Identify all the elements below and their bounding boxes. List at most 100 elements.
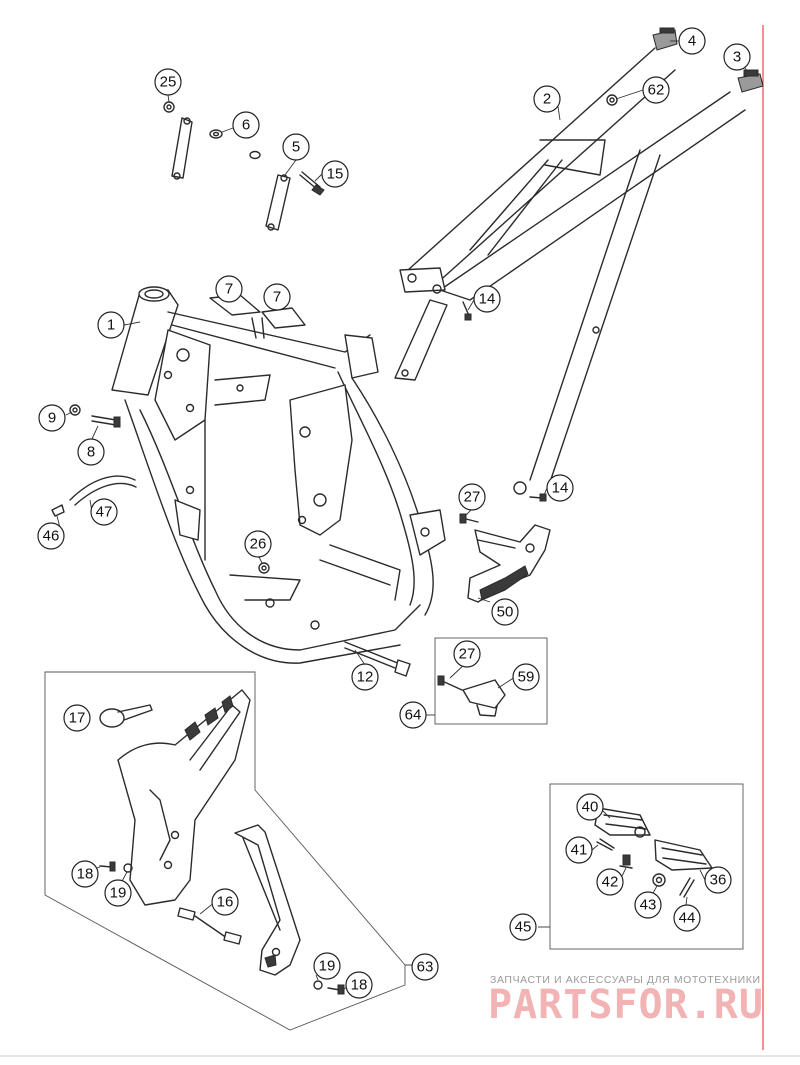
svg-text:3: 3 — [733, 49, 741, 66]
svg-text:59: 59 — [518, 669, 535, 686]
svg-text:8: 8 — [87, 444, 95, 461]
bushing-62-part — [606, 94, 618, 106]
bolt-27-part — [459, 513, 479, 524]
svg-text:40: 40 — [582, 799, 599, 816]
bracket-50-part — [467, 524, 551, 603]
bolt-8-part — [91, 415, 121, 428]
hose-47-part — [69, 475, 137, 506]
callout-5: 5 — [282, 133, 310, 161]
group-45-box — [549, 783, 744, 950]
clip-46-part — [51, 504, 65, 517]
svg-text:46: 46 — [43, 528, 60, 545]
subframe-part — [394, 47, 746, 495]
chain-guide-59-part — [437, 675, 506, 717]
end-cap-3-part — [737, 69, 764, 93]
callout-16: 16 — [211, 888, 239, 916]
callout-19-right: 19 — [313, 952, 341, 980]
footpeg-40-part — [594, 807, 651, 838]
washer-43-part — [652, 873, 666, 887]
callout-19-left: 19 — [104, 879, 132, 907]
svg-text:9: 9 — [48, 410, 56, 427]
spacer-16-part — [177, 907, 242, 945]
group-63-box — [44, 671, 406, 1031]
bolt-12-part — [344, 641, 411, 677]
svg-text:27: 27 — [464, 489, 481, 506]
spring-41-part — [596, 838, 615, 851]
frame-guard-right-part — [234, 824, 301, 976]
svg-text:17: 17 — [69, 710, 86, 727]
callout-47: 47 — [90, 498, 118, 526]
callout-18-right: 18 — [345, 971, 373, 999]
svg-text:42: 42 — [602, 874, 619, 891]
svg-text:62: 62 — [648, 82, 665, 99]
callout-44: 44 — [673, 904, 701, 932]
callout-26: 26 — [244, 530, 272, 558]
callout-12: 12 — [351, 663, 379, 691]
bracket-25-part — [163, 101, 193, 180]
svg-text:7: 7 — [225, 281, 233, 298]
pin-44-part — [679, 877, 695, 898]
svg-text:41: 41 — [571, 842, 588, 859]
callout-62: 62 — [642, 76, 670, 104]
bolt-14-upper-part — [462, 301, 472, 321]
frame-guard-left-part — [117, 689, 251, 906]
svg-text:63: 63 — [417, 959, 434, 976]
callout-14-upper: 14 — [473, 285, 501, 313]
callout-42: 42 — [596, 868, 624, 896]
callout-14-lower: 14 — [546, 474, 574, 502]
svg-text:12: 12 — [357, 669, 374, 686]
washer-6-part — [209, 129, 261, 160]
group-64-box — [434, 637, 548, 725]
washer-19-left-part — [123, 863, 133, 873]
svg-text:14: 14 — [552, 480, 569, 497]
svg-text:64: 64 — [405, 707, 422, 724]
svg-text:18: 18 — [77, 866, 94, 883]
svg-text:18: 18 — [351, 977, 368, 994]
callout-18-left: 18 — [71, 860, 99, 888]
svg-text:1: 1 — [107, 317, 115, 334]
svg-text:44: 44 — [679, 910, 696, 927]
svg-text:16: 16 — [217, 894, 234, 911]
callout-59: 59 — [512, 663, 540, 691]
svg-text:45: 45 — [515, 919, 532, 936]
svg-text:2: 2 — [543, 91, 551, 108]
callout-15: 15 — [321, 160, 349, 188]
svg-text:50: 50 — [497, 604, 514, 621]
svg-text:47: 47 — [96, 504, 113, 521]
svg-text:26: 26 — [250, 536, 267, 553]
svg-text:43: 43 — [640, 897, 657, 914]
end-cap-4-part — [652, 27, 678, 51]
svg-text:14: 14 — [479, 291, 496, 308]
svg-text:19: 19 — [110, 885, 127, 902]
bolt-18-left-part — [99, 861, 116, 872]
callout-36: 36 — [704, 866, 732, 894]
watermark-subtitle: ЗАПЧАСТИ И АКСЕССУАРЫ ДЛЯ МОТОТЕХНИКИ — [490, 974, 761, 986]
callout-40: 40 — [576, 793, 604, 821]
callout-9: 9 — [38, 404, 66, 432]
svg-text:4: 4 — [688, 33, 696, 50]
bolt-14-lower-part — [529, 493, 547, 502]
nut-9-part — [69, 404, 81, 416]
callout-2: 2 — [533, 85, 561, 113]
callout-50: 50 — [491, 598, 519, 626]
svg-text:25: 25 — [160, 74, 177, 91]
callout-6: 6 — [232, 111, 260, 139]
callout-4: 4 — [678, 27, 706, 55]
cable-tie-17-part — [99, 704, 153, 728]
callout-63: 63 — [411, 953, 439, 981]
callout-45: 45 — [509, 913, 537, 941]
footpeg-36-part — [654, 839, 713, 871]
washer-42-part — [619, 854, 633, 869]
watermark: ЗАПЧАСТИ И АКСЕССУАРЫ ДЛЯ МОТОТЕХНИКИ PA… — [488, 974, 763, 1028]
callout-1: 1 — [97, 311, 125, 339]
svg-text:15: 15 — [327, 166, 344, 183]
svg-text:36: 36 — [710, 872, 727, 889]
bolt-18-right-part — [327, 984, 345, 995]
callout-17: 17 — [63, 704, 91, 732]
callout-25: 25 — [154, 68, 182, 96]
callout-7-left: 7 — [215, 275, 243, 303]
main-frame-part — [111, 286, 446, 664]
washer-19-right-part — [313, 980, 323, 990]
svg-text:19: 19 — [319, 958, 336, 975]
